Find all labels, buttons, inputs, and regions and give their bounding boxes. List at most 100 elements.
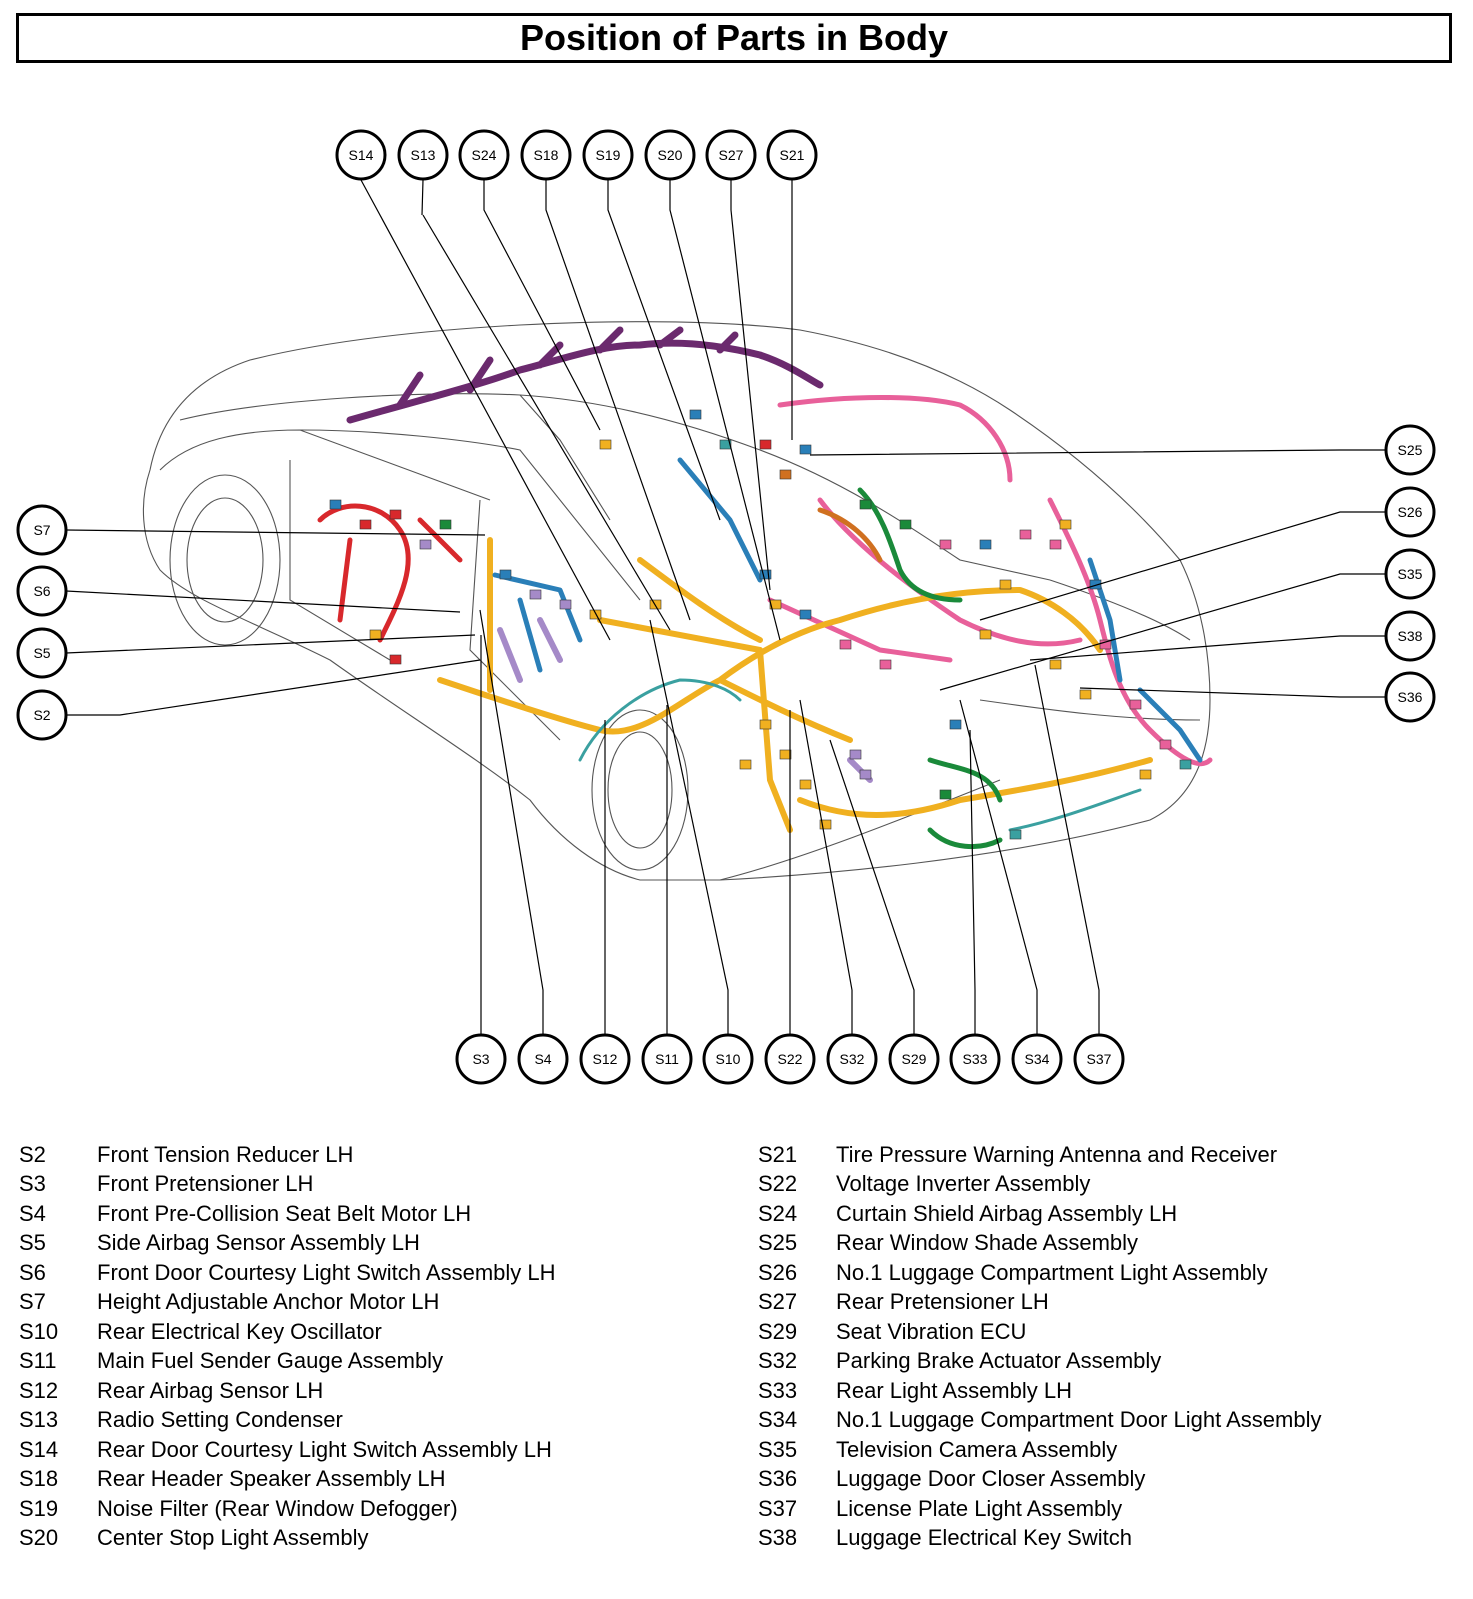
- legend-part-name: Side Airbag Sensor Assembly LH: [97, 1230, 420, 1256]
- callout-s18: S18: [520, 129, 572, 181]
- callout-label: S33: [963, 1051, 988, 1067]
- legend-code: S36: [758, 1466, 798, 1492]
- legend-code: S32: [758, 1348, 798, 1374]
- legend-part-name: Noise Filter (Rear Window Defogger): [97, 1495, 458, 1521]
- callout-s33: S33: [949, 1033, 1001, 1085]
- legend-part-name: Rear Door Courtesy Light Switch Assembly…: [97, 1436, 552, 1462]
- callout-s29: S29: [888, 1033, 940, 1085]
- connector-block: [1049, 659, 1062, 670]
- connector-block: [839, 639, 852, 650]
- callout-s37: S37: [1073, 1033, 1125, 1085]
- callout-s7: S7: [16, 504, 68, 556]
- callout-s38: S38: [1384, 610, 1436, 662]
- callout-label: S20: [658, 147, 683, 163]
- legend-code: S20: [19, 1525, 59, 1551]
- harness-floor-yellow: [437, 537, 1153, 833]
- callout-label: S18: [534, 147, 559, 163]
- callout-s35: S35: [1384, 548, 1436, 600]
- callout-label: S22: [778, 1051, 803, 1067]
- legend-part-name: Main Fuel Sender Gauge Assembly: [97, 1348, 444, 1374]
- connector-block: [369, 629, 382, 640]
- connector-block: [859, 769, 872, 780]
- callout-s6: S6: [16, 565, 68, 617]
- connector-block: [1049, 539, 1062, 550]
- legend-part-name: License Plate Light Assembly: [836, 1495, 1123, 1521]
- title-box: Position of Parts in Body: [16, 13, 1452, 63]
- legend-code: S37: [758, 1495, 798, 1521]
- legend-part-name: Parking Brake Actuator Assembly: [836, 1348, 1162, 1374]
- legend-code: S33: [758, 1377, 798, 1403]
- legend-code: S18: [19, 1466, 59, 1492]
- callout-label: S3: [472, 1051, 489, 1067]
- harness-teal: [578, 678, 1142, 832]
- body-parts-diagram: S14 S13 S24 S18 S19 S20 S27 S21 S7 S6 S5…: [16, 129, 1436, 1085]
- legend-item: S37 License Plate Light Assembly: [758, 1494, 1321, 1524]
- legend-part-name: Rear Window Shade Assembly: [836, 1230, 1139, 1256]
- legend-code: S13: [19, 1407, 59, 1433]
- legend-part-name: Rear Light Assembly LH: [836, 1377, 1072, 1403]
- connector-block: [979, 539, 992, 550]
- legend-code: S29: [758, 1318, 798, 1344]
- legend-part-name: Rear Electrical Key Oscillator: [97, 1318, 382, 1344]
- connector-block: [939, 789, 952, 800]
- callout-label: S6: [33, 583, 50, 599]
- connector-block: [1139, 769, 1152, 780]
- callout-s27: S27: [705, 129, 757, 181]
- legend-code: S34: [758, 1407, 798, 1433]
- legend-part-name: Curtain Shield Airbag Assembly LH: [836, 1200, 1178, 1226]
- legend-item: S19 Noise Filter (Rear Window Defogger): [19, 1494, 556, 1524]
- callout-s11: S11: [641, 1033, 693, 1085]
- connector-block: [719, 439, 732, 450]
- connector-block: [759, 719, 772, 730]
- connector-block: [1099, 639, 1112, 650]
- legend-part-name: Front Door Courtesy Light Switch Assembl…: [97, 1259, 556, 1285]
- right-callouts: S25 S26 S35 S38 S36: [1384, 424, 1436, 723]
- connector-block: [419, 539, 432, 550]
- legend-code: S26: [758, 1259, 798, 1285]
- connector-block: [1019, 529, 1032, 540]
- legend-code: S14: [19, 1436, 59, 1462]
- callout-s5: S5: [16, 627, 68, 679]
- top-callouts: S14 S13 S24 S18 S19 S20 S27 S21: [335, 129, 818, 181]
- callout-s13: S13: [397, 129, 449, 181]
- callout-s20: S20: [644, 129, 696, 181]
- connector-block: [799, 779, 812, 790]
- legend-part-name: No.1 Luggage Compartment Light Assembly: [836, 1259, 1268, 1285]
- callout-label: S13: [411, 147, 436, 163]
- connector-block: [1059, 519, 1072, 530]
- callout-label: S29: [902, 1051, 927, 1067]
- callout-label: S26: [1398, 504, 1423, 520]
- connector-block: [359, 519, 372, 530]
- connector-block: [999, 579, 1012, 590]
- connector-block: [689, 409, 702, 420]
- callout-label: S21: [780, 147, 805, 163]
- legend-part-name: Luggage Electrical Key Switch: [836, 1525, 1132, 1551]
- page-title: Position of Parts in Body: [519, 17, 949, 58]
- legend-item: S33 Rear Light Assembly LH: [758, 1376, 1321, 1406]
- callout-label: S38: [1398, 628, 1423, 644]
- callout-label: S7: [33, 522, 50, 538]
- callout-s32: S32: [826, 1033, 878, 1085]
- callout-label: S14: [349, 147, 374, 163]
- harness-front-door-red: [317, 503, 463, 643]
- callout-label: S10: [716, 1051, 741, 1067]
- connector-block: [1089, 579, 1102, 590]
- legend-code: S19: [19, 1495, 59, 1521]
- legend-part-name: Voltage Inverter Assembly: [836, 1171, 1091, 1197]
- callout-label: S19: [596, 147, 621, 163]
- connector-block: [759, 569, 772, 580]
- harness-door-blue: [492, 457, 1203, 763]
- callout-label: S32: [840, 1051, 865, 1067]
- left-callouts: S7 S6 S5 S2: [16, 504, 68, 741]
